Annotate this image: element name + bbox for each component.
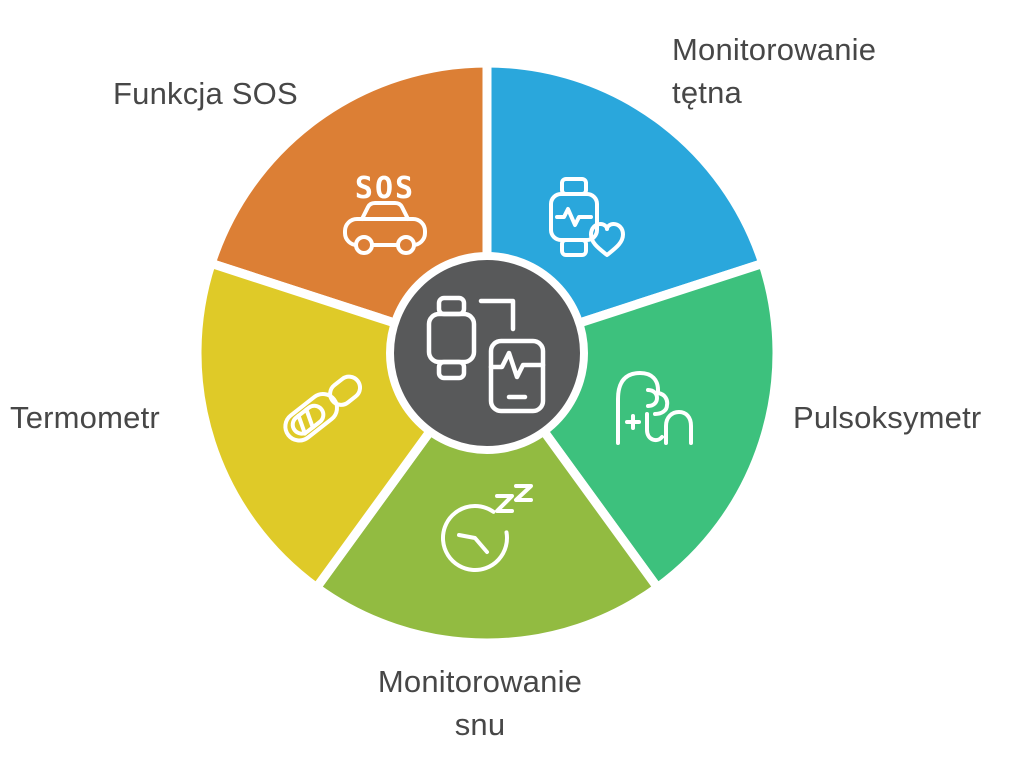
watch-face [549, 192, 599, 242]
car-wheel-right [396, 235, 416, 255]
car-cabin [360, 201, 410, 221]
petal-sleep [312, 348, 662, 648]
ecg-line [555, 207, 593, 227]
clock-circle [440, 503, 509, 572]
thermometer-stripes [296, 407, 315, 436]
label-monitorowanie-tetna: Monitorowanie tętna [672, 28, 876, 114]
sos-car-icon: SOS [343, 171, 427, 255]
car-body [343, 217, 427, 247]
car-icon [343, 201, 427, 255]
heart-outline [589, 222, 625, 257]
oximeter-cable [645, 412, 664, 443]
label-monitorowanie-snu-line1: Monitorowanie [377, 664, 583, 699]
oximeter-finger [616, 371, 670, 445]
label-funkcja-sos: Funkcja SOS [113, 76, 298, 111]
clock-hands [457, 533, 489, 554]
center-hub-circle [386, 252, 588, 454]
sos-badge-text: SOS [355, 171, 415, 206]
label-monitorowanie-tetna-line1: Monitorowanie [672, 32, 877, 67]
car-wheel-left [354, 235, 374, 255]
plus-sign [625, 414, 641, 430]
label-pulsoksymetr: Pulsoksymetr [793, 400, 982, 435]
sync-arrow [478, 298, 516, 332]
phone-waveform [488, 350, 546, 380]
label-termometr: Termometr [10, 400, 160, 435]
pulse-oximeter-icon [616, 371, 693, 445]
center-watch-face [426, 311, 477, 365]
oximeter-clip [646, 388, 659, 408]
center-phone [488, 338, 546, 414]
smartwatch-heart-icon [549, 177, 625, 257]
z-small [495, 494, 514, 513]
label-monitorowanie-snu-line2: snu [454, 707, 506, 742]
label-monitorowanie-tetna-line2: tętna [672, 75, 742, 110]
oximeter-arch [664, 410, 693, 445]
label-monitorowanie-snu: Monitorowanie snu [280, 660, 680, 746]
sleep-clock-icon [440, 484, 533, 572]
thermometer-body [283, 392, 339, 443]
watch-phone-sync-icon [426, 295, 546, 414]
thermometer-icon [283, 374, 363, 443]
z-large [514, 484, 533, 502]
